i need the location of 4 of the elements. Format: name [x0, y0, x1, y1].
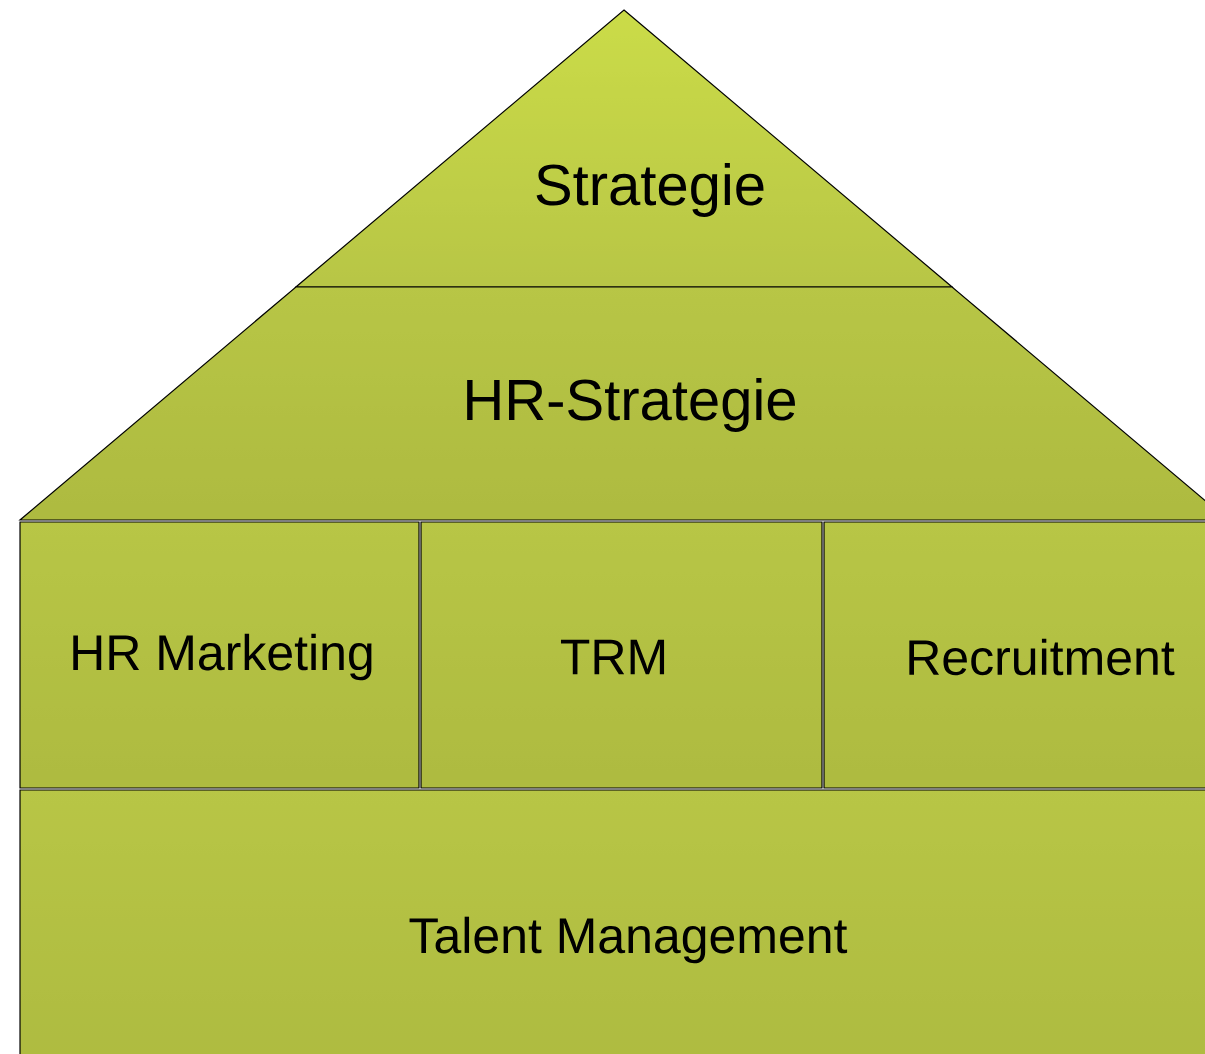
pillar-box: HR Marketing	[19, 521, 420, 789]
pillar-box: Recruitment	[823, 521, 1205, 789]
foundation-box: Talent Management	[19, 789, 1205, 1054]
pillar-box: TRM	[420, 521, 823, 789]
